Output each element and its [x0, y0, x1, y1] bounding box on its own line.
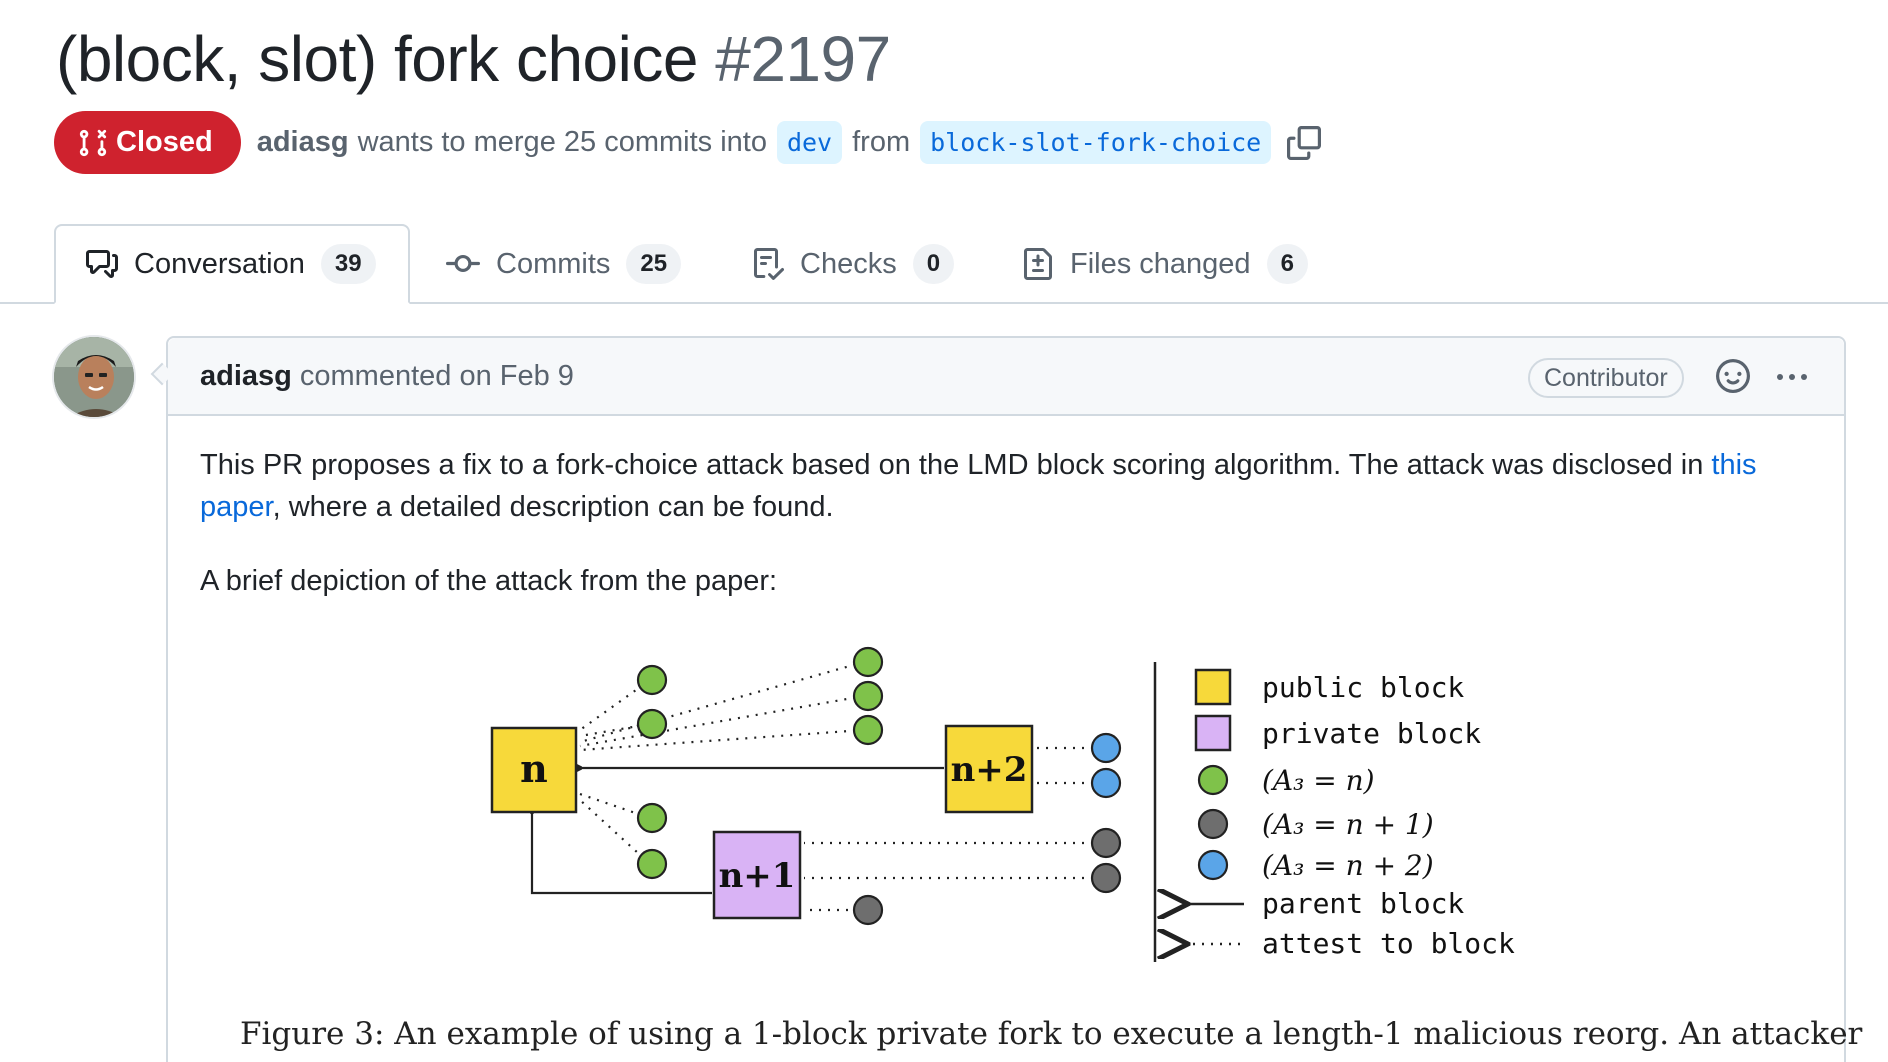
block-n-label: n: [520, 746, 548, 791]
git-pull-request-closed-icon: [79, 129, 107, 156]
tab-count: 0: [912, 244, 955, 284]
git-commit-icon: [446, 247, 480, 281]
tab-label: Checks: [800, 247, 897, 280]
legend-label: parent block: [1262, 887, 1464, 920]
validator-blue: [1090, 767, 1122, 799]
pr-author-link[interactable]: adiasg: [256, 126, 349, 158]
comment-discussion-icon: [86, 248, 118, 280]
block-n-plus-1-label: n+1: [719, 856, 796, 896]
comment-header: adiasg commented on Feb 9 Contributor: [168, 338, 1844, 416]
paragraph-text: , where a detailed description can be fo…: [272, 491, 834, 523]
pr-tabs: Conversation 39 Commits 25 Checks 0 File…: [0, 224, 1888, 304]
pr-number: #2197: [715, 23, 891, 95]
validator-blue: [1090, 732, 1122, 764]
head-branch-link[interactable]: block-slot-fork-choice: [920, 121, 1272, 164]
parent-arrow-n1-n: [532, 812, 712, 895]
attest-line: [579, 694, 865, 748]
status-label: Closed: [116, 126, 213, 158]
comment-author-link[interactable]: adiasg: [200, 359, 292, 392]
tab-count: 39: [320, 244, 376, 284]
tab-count: 25: [626, 244, 682, 284]
attest-line: [579, 728, 865, 752]
file-diff-icon: [1022, 248, 1054, 280]
block-n-plus-2-label: n+2: [951, 750, 1028, 790]
tab-label: Files changed: [1070, 247, 1251, 280]
legend-label: (A₃ = n + 2): [1262, 849, 1434, 882]
pr-meta: Closed adiasg wants to merge 25 commits …: [54, 111, 1322, 174]
validator-gray: [1090, 827, 1122, 859]
tab-label: Conversation: [134, 247, 305, 280]
legend-marker-private: [1194, 714, 1232, 752]
merge-text: wants to merge 25 commits into: [357, 126, 767, 158]
validator-gray: [1090, 862, 1122, 894]
tab-conversation[interactable]: Conversation 39: [54, 224, 410, 304]
legend-label: (A₃ = n): [1262, 764, 1375, 797]
smiley-icon[interactable]: [1716, 359, 1750, 393]
validator-green: [636, 848, 668, 880]
validator-green: [852, 680, 884, 712]
legend-marker-public: [1194, 668, 1232, 706]
tab-checks[interactable]: Checks 0: [752, 224, 955, 304]
comment-body: This PR proposes a fix to a fork-choice …: [168, 416, 1844, 602]
pr-title-text: (block, slot) fork choice: [56, 23, 698, 95]
tab-commits[interactable]: Commits 25: [446, 224, 682, 304]
legend-label: private block: [1262, 717, 1481, 750]
block-n: [490, 726, 578, 814]
figure-caption: Figure 3: An example of using a 1-block …: [240, 1016, 1863, 1052]
paragraph-text: This PR proposes a fix to a fork-choice …: [200, 449, 1712, 481]
status-badge: Closed: [54, 111, 241, 174]
attack-figure: n n+2 n+1 public: [484, 640, 1524, 970]
tab-count: 6: [1266, 244, 1308, 284]
avatar[interactable]: [52, 335, 136, 419]
validator-gray: [852, 894, 884, 926]
kebab-horizontal-icon[interactable]: [1772, 362, 1812, 392]
paper-link[interactable]: this paper: [200, 449, 1757, 523]
validator-green: [852, 646, 884, 678]
legend-label: attest to block: [1262, 927, 1515, 960]
validator-green: [852, 714, 884, 746]
attest-line: [579, 792, 651, 820]
block-n-plus-2: [944, 724, 1034, 814]
validator-green: [636, 802, 668, 834]
validator-green: [636, 708, 668, 740]
checklist-icon: [752, 248, 784, 280]
merge-summary: adiasg wants to merge 25 commits into de…: [257, 121, 1322, 164]
comment-card: adiasg commented on Feb 9 Contributor Th…: [166, 336, 1846, 1062]
attest-line: [579, 660, 865, 744]
comment-timestamp[interactable]: commented on Feb 9: [299, 359, 574, 392]
tab-label: Commits: [496, 247, 611, 280]
tabs-divider: [0, 302, 1888, 304]
validator-green: [636, 664, 668, 696]
from-text: from: [852, 126, 911, 158]
base-branch-link[interactable]: dev: [776, 121, 843, 164]
comment-paragraph: This PR proposes a fix to a fork-choice …: [200, 444, 1812, 528]
legend-marker-blue: [1197, 849, 1229, 881]
tab-files-changed[interactable]: Files changed 6: [1022, 224, 1308, 304]
legend-label: public block: [1262, 671, 1464, 704]
legend-label: (A₃ = n + 1): [1262, 808, 1434, 841]
page-title: (block, slot) fork choice #2197: [56, 22, 891, 96]
legend-marker-gray: [1197, 808, 1229, 840]
block-n-plus-1: [712, 830, 802, 920]
copy-icon[interactable]: [1287, 125, 1322, 160]
contributor-badge: Contributor: [1528, 358, 1684, 398]
legend-marker-green: [1197, 764, 1229, 796]
comment-paragraph: A brief depiction of the attack from the…: [200, 565, 778, 597]
